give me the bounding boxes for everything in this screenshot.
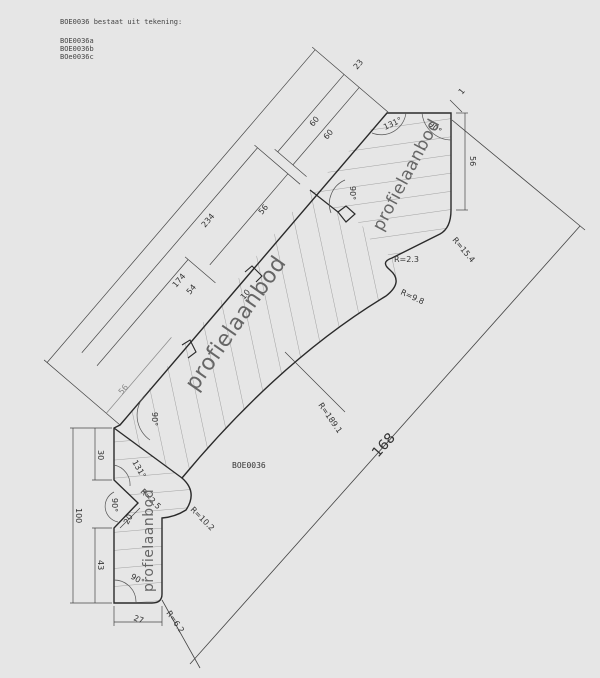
angle-90-mid: 90° [348, 186, 357, 200]
angle-90-notch: 90° [110, 498, 119, 512]
dim-60b: 60 [322, 128, 335, 142]
dim-234: 234 [200, 212, 217, 229]
profile-outline [113, 112, 452, 604]
angle-arcs [104, 112, 452, 604]
right-dimension [449, 99, 468, 211]
dim-60a: 60 [308, 115, 321, 129]
radius-2-3: R=2.3 [394, 255, 419, 264]
radius-10-2: R=10.2 [189, 505, 217, 533]
dim-174: 174 [171, 272, 188, 289]
piece-middle [120, 190, 397, 478]
left-dimensions [70, 427, 163, 626]
piece-upper [310, 113, 451, 258]
dim-27: 27 [132, 613, 145, 625]
slope-dimensions [43, 46, 389, 426]
radius-6-2: R=6.2 [164, 609, 186, 635]
dim-1: 1 [457, 87, 467, 97]
dim-23: 23 [352, 58, 365, 72]
dim-20: 20 [122, 513, 135, 526]
radius-15-4: R=15.4 [450, 236, 476, 265]
dim-56-top: 56 [257, 203, 270, 217]
piece-lower [114, 428, 192, 603]
radius-9-8: R=9.8 [399, 288, 425, 307]
angle-90-upper: 90° [150, 412, 159, 426]
dim-43: 43 [96, 560, 105, 570]
dimension-168 [161, 119, 586, 669]
dim-56-right: 56 [468, 156, 477, 166]
dim-54: 54 [185, 283, 198, 297]
radius-189-1: R=189.1 [316, 401, 344, 435]
dim-56-grey: 56 [117, 383, 130, 397]
watermark-lower: profielaanbod [141, 489, 157, 592]
part-b: BOE0036b [60, 45, 94, 53]
dim-30: 30 [96, 450, 105, 460]
drawing-code: BOE0036 [232, 461, 266, 470]
part-a: BOE0036a [60, 37, 94, 45]
dim-100: 100 [74, 508, 83, 523]
joint-upper [309, 189, 356, 223]
joint-lower [113, 427, 183, 479]
drawing-title: BOE0036 bestaat uit tekening: [60, 18, 183, 26]
joint-middle [181, 265, 263, 359]
part-c: BOe0036c [60, 53, 94, 61]
